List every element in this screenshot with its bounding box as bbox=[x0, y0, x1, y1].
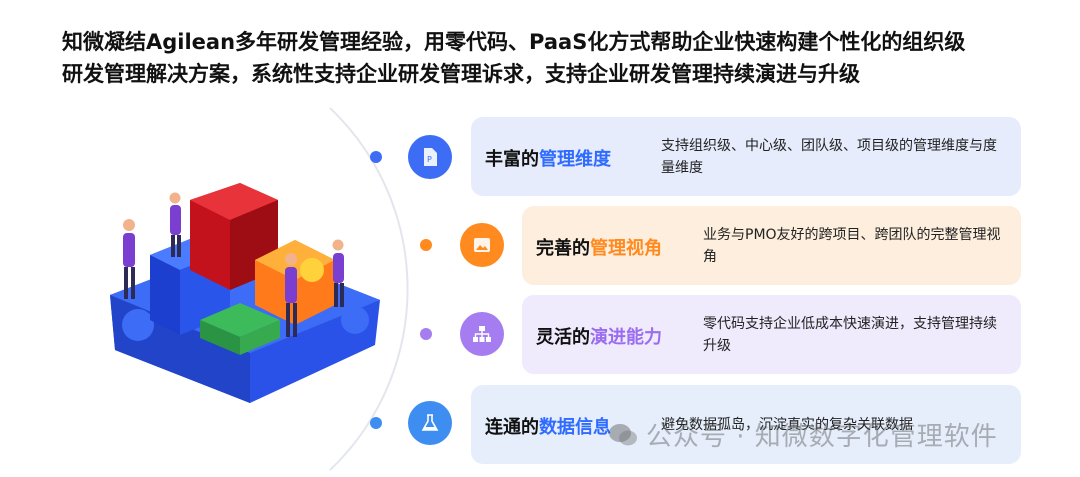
headline: 知微凝结Agilean多年研发管理经验，用零代码、PaaS化方式帮助企业快速构建… bbox=[62, 26, 1042, 90]
watermark-text: 公众号 · 知微数字化管理软件 bbox=[646, 422, 998, 452]
watermark: 公众号 · 知微数字化管理软件 bbox=[608, 416, 998, 453]
feature-card-3: 灵活的演进能力 零代码支持企业低成本快速演进，支持管理持续升级 bbox=[522, 295, 1021, 374]
document-icon: P bbox=[424, 148, 437, 166]
feature-title-highlight: 管理维度 bbox=[539, 149, 611, 170]
feature-title-prefix: 连通的 bbox=[485, 417, 539, 438]
feature-desc-2: 业务与PMO友好的跨项目、跨团队的完整管理视角 bbox=[703, 227, 1001, 265]
feature-title-2: 完善的管理视角 bbox=[536, 234, 662, 260]
feature-title-4: 连通的数据信息 bbox=[485, 413, 611, 439]
feature-icon-1: P bbox=[408, 135, 452, 179]
svg-text:P: P bbox=[427, 155, 432, 164]
feature-desc-1: 支持组织级、中心级、团队级、项目级的管理维度与度量维度 bbox=[661, 138, 997, 176]
feature-icon-3 bbox=[460, 312, 504, 356]
feature-desc-4: 避免数据孤岛，沉淀真实的复杂关联数据 bbox=[661, 417, 913, 433]
wechat-icon bbox=[609, 423, 637, 445]
feature-title-highlight: 演进能力 bbox=[590, 327, 662, 348]
feature-icon-2 bbox=[460, 223, 504, 267]
feature-desc-3: 零代码支持企业低成本快速演进，支持管理持续升级 bbox=[703, 316, 997, 354]
feature-title-3: 灵活的演进能力 bbox=[536, 323, 662, 349]
feature-title-prefix: 丰富的 bbox=[485, 149, 539, 170]
feature-title-prefix: 完善的 bbox=[536, 238, 590, 259]
headline-line-1: 知微凝结Agilean多年研发管理经验，用零代码、PaaS化方式帮助企业快速构建… bbox=[62, 30, 966, 54]
feature-title-1: 丰富的管理维度 bbox=[485, 145, 611, 171]
connector-dot-1 bbox=[370, 151, 382, 163]
connector-dot-2 bbox=[420, 239, 432, 251]
feature-title-prefix: 灵活的 bbox=[536, 327, 590, 348]
connector-dot-3 bbox=[420, 328, 432, 340]
feature-icon-4 bbox=[408, 401, 452, 445]
puzzle-illustration bbox=[110, 183, 380, 403]
feature-card-1: 丰富的管理维度 支持组织级、中心级、团队级、项目级的管理维度与度量维度 bbox=[471, 117, 1021, 196]
feature-title-highlight: 数据信息 bbox=[539, 417, 611, 438]
feature-card-2: 完善的管理视角 业务与PMO友好的跨项目、跨团队的完整管理视角 bbox=[522, 206, 1021, 285]
image-icon bbox=[474, 238, 490, 252]
feature-title-highlight: 管理视角 bbox=[590, 238, 662, 259]
feature-card-4: 连通的数据信息 避免数据孤岛，沉淀真实的复杂关联数据 bbox=[471, 385, 1021, 464]
flask-icon bbox=[421, 414, 439, 431]
headline-line-2: 研发管理解决方案，系统性支持企业研发管理诉求，支持企业研发管理持续演进与升级 bbox=[62, 62, 860, 86]
hierarchy-icon bbox=[473, 326, 491, 342]
connector-dot-4 bbox=[370, 417, 382, 429]
